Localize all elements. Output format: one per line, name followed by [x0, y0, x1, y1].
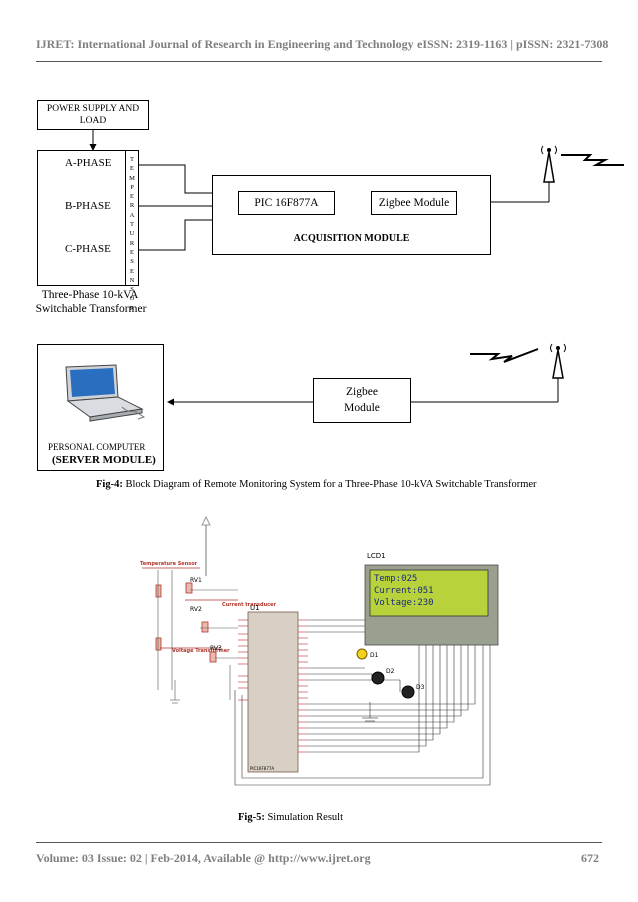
d1-label: D1: [370, 652, 379, 659]
zigbee-bottom-box: Zigbee Module: [313, 378, 411, 423]
footer-rule: [36, 842, 602, 843]
lcd-line-voltage: Voltage:230: [374, 598, 434, 608]
page-number: 672: [581, 851, 599, 865]
led-d2: [371, 671, 385, 685]
zigbee-bottom-line1: Zigbee: [346, 386, 378, 398]
rv2-label: RV2: [190, 606, 202, 613]
mcu-label: U1: [250, 604, 260, 612]
lcd-line-temp: Temp:025: [374, 574, 418, 584]
header-rule: [36, 61, 602, 62]
lcd-line-current: Current:051: [374, 586, 434, 596]
zigbee-bottom-line2: Module: [344, 402, 380, 414]
lcd-display-text: Temp:025 Current:051 Voltage:230: [374, 573, 434, 609]
journal-title: IJRET: International Journal of Research…: [36, 37, 414, 51]
mcu-body: [247, 611, 299, 773]
power-supply-box: POWER SUPPLY AND LOAD: [37, 100, 149, 130]
server-module-box: PERSONAL COMPUTER (SERVER MODULE): [37, 344, 164, 471]
lcd-screen: [369, 569, 489, 617]
d3-label: D3: [416, 684, 425, 691]
lcd-title: LCD1: [367, 552, 386, 560]
pic-label: PIC 16F877A: [254, 197, 319, 209]
pic-box: PIC 16F877A: [238, 191, 335, 215]
zigbee-top-label: Zigbee Module: [378, 197, 450, 209]
fig5-caption: Fig-5: Simulation Result: [238, 812, 343, 823]
temperature-sensor-label: Temperature Sensor: [140, 561, 198, 567]
led-d1: [356, 648, 368, 660]
transformer-label-2: Switchable Transformer: [35, 303, 147, 315]
acquisition-module-box: ACQUISITION MODULE: [212, 175, 491, 255]
led-d3: [401, 685, 415, 699]
pc-label: PERSONAL COMPUTER: [48, 442, 146, 452]
rv3-label: RV3: [210, 645, 222, 652]
power-supply-line2: LOAD: [79, 116, 107, 126]
current-transducer-label: Current transducer: [222, 602, 276, 608]
sensor-divider: [125, 151, 126, 285]
voltage-transformer-label: Voltage Transformer: [172, 648, 230, 654]
c-phase-label: C-PHASE: [65, 243, 111, 255]
issn: eISSN: 2319-1163 | pISSN: 2321-7308: [417, 37, 609, 51]
server-label: (SERVER MODULE): [52, 454, 156, 466]
rv1-label: RV1: [190, 577, 202, 584]
d2-label: D2: [386, 668, 395, 675]
zigbee-top-box: Zigbee Module: [371, 191, 457, 215]
a-phase-label: A-PHASE: [65, 157, 112, 169]
power-supply-line1: POWER SUPPLY AND: [46, 104, 140, 114]
laptop-icon: [65, 364, 146, 422]
b-phase-label: B-PHASE: [65, 200, 111, 212]
fig4-caption: Fig-4: Block Diagram of Remote Monitorin…: [96, 479, 537, 490]
footer-volume: Volume: 03 Issue: 02 | Feb-2014, Availab…: [36, 851, 371, 865]
mcu-part-label: PIC16F877A: [250, 766, 275, 771]
transformer-label-1: Three-Phase 10-kVA: [41, 289, 139, 301]
acquisition-module-label: ACQUISITION MODULE: [293, 233, 410, 244]
